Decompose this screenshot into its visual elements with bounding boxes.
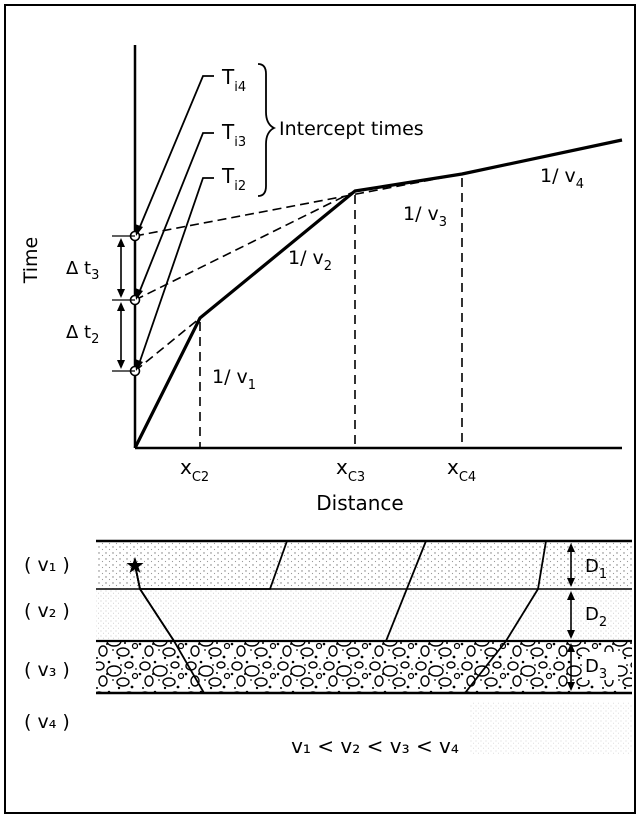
intercept-label-i4: Ti4 [221,65,246,95]
depth-label-d1: D1 [585,556,607,582]
intercept-label-i3: Ti3 [221,120,246,150]
distance-axis-label: Distance [316,491,403,515]
layer-label-v1: ( v₁ ) [24,554,70,576]
slope-label-v1: 1/ v1 [212,366,256,393]
delta-t2-label: Δ t2 [66,322,99,347]
depth-label-d3: D3 [585,656,607,682]
layer-label-v2: ( v₂ ) [24,600,70,622]
leader-arrow-i2 [138,177,214,365]
delta-t3-label: Δ t3 [66,258,99,283]
intercept-times-label: Intercept times [279,118,424,140]
layer-label-v3: ( v₃ ) [24,659,70,681]
ray-path-layer3 [134,540,547,694]
extrapolation-line-v2 [134,317,201,372]
arrowhead-i3 [135,288,143,300]
slope-label-v2: 1/ v2 [288,247,332,274]
layer-label-v4: ( v₄ ) [24,711,70,733]
intercept-label-i2: Ti2 [221,164,246,194]
layer-cross-section: D1 D2 D3 ( v₁ ) ( v₂ ) ( v₃ ) ( v₄ ) v₁ … [24,539,632,758]
intercept-brace [257,63,277,197]
crossover-label-c4: xC4 [447,455,476,485]
leader-arrow-i4 [138,75,214,230]
extrapolation-line-v3 [134,190,356,301]
depth-label-bg-d3 [582,652,618,680]
layer-4-fill [470,702,632,754]
source-star-icon [126,557,144,573]
arrowhead-i4 [135,224,143,236]
crossover-label-c2: xC2 [180,455,209,485]
layer-2-fill [96,589,632,641]
layer-3-fill [96,641,632,693]
travel-time-graph: Time Distance Intercept times Ti4 Ti3 Ti… [20,45,623,515]
leader-arrow-i3 [138,132,214,294]
depth-label-d2: D2 [585,604,607,630]
slope-label-v3: 1/ v3 [403,203,447,230]
layer-1-fill [96,541,632,589]
arrowhead-i2 [135,359,143,371]
slope-label-v4: 1/ v4 [540,165,584,192]
time-axis-label: Time [20,237,42,285]
crossover-label-c3: xC3 [336,455,365,485]
velocity-relation: v₁ < v₂ < v₃ < v₄ [291,734,459,758]
